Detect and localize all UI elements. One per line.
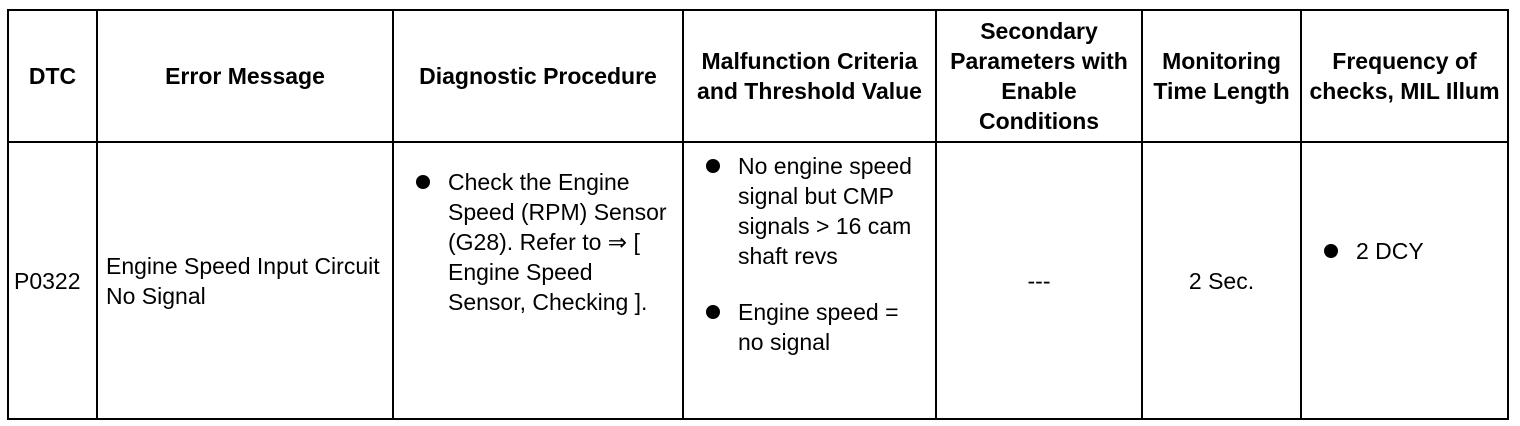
header-diagnostic-procedure: Diagnostic Procedure	[392, 9, 684, 143]
frequency-list: 2 DCY	[1302, 143, 1507, 266]
list-item: Engine speed = no signal	[684, 297, 935, 357]
header-error-message: Error Message	[96, 9, 394, 143]
header-dtc: DTC	[7, 9, 98, 143]
cell-error-message: Engine Speed Input Circuit No Signal	[96, 141, 394, 420]
header-malfunction-criteria: Malfunction Criteria and Threshold Value	[682, 9, 937, 143]
list-item: No engine speed signal but CMP signals >…	[684, 151, 935, 271]
table-row: P0322 Engine Speed Input Circuit No Sign…	[7, 141, 1509, 420]
header-monitoring-time: Monitoring Time Length	[1141, 9, 1302, 143]
list-item: 2 DCY	[1302, 236, 1507, 266]
header-secondary-parameters: Secondary Parameters with Enable Conditi…	[935, 9, 1143, 143]
bullet-icon	[1324, 244, 1338, 258]
criteria-text: Engine speed = no signal	[738, 299, 899, 355]
frequency-text: 2 DCY	[1356, 238, 1424, 264]
dtc-table: DTC Error Message Diagnostic Procedure M…	[7, 9, 1509, 420]
procedure-text: Check the Engine Speed (RPM) Sensor (G28…	[448, 169, 667, 315]
cell-secondary-parameters: ---	[935, 141, 1143, 420]
malfunction-criteria-list: No engine speed signal but CMP signals >…	[684, 143, 935, 357]
cell-monitoring-time: 2 Sec.	[1141, 141, 1302, 420]
cell-frequency: 2 DCY	[1300, 141, 1509, 420]
list-item: Check the Engine Speed (RPM) Sensor (G28…	[394, 167, 682, 317]
diagnostic-procedure-list: Check the Engine Speed (RPM) Sensor (G28…	[394, 143, 682, 317]
cell-dtc-code: P0322	[7, 141, 98, 420]
bullet-icon	[706, 159, 720, 173]
table-header-row: DTC Error Message Diagnostic Procedure M…	[7, 9, 1509, 143]
bullet-icon	[706, 305, 720, 319]
criteria-text: No engine speed signal but CMP signals >…	[738, 153, 912, 269]
bullet-icon	[416, 175, 430, 189]
header-frequency: Frequency of checks, MIL Illum	[1300, 9, 1509, 143]
dtc-table-container: DTC Error Message Diagnostic Procedure M…	[7, 9, 1509, 420]
cell-diagnostic-procedure: Check the Engine Speed (RPM) Sensor (G28…	[392, 141, 684, 420]
cell-malfunction-criteria: No engine speed signal but CMP signals >…	[682, 141, 937, 420]
